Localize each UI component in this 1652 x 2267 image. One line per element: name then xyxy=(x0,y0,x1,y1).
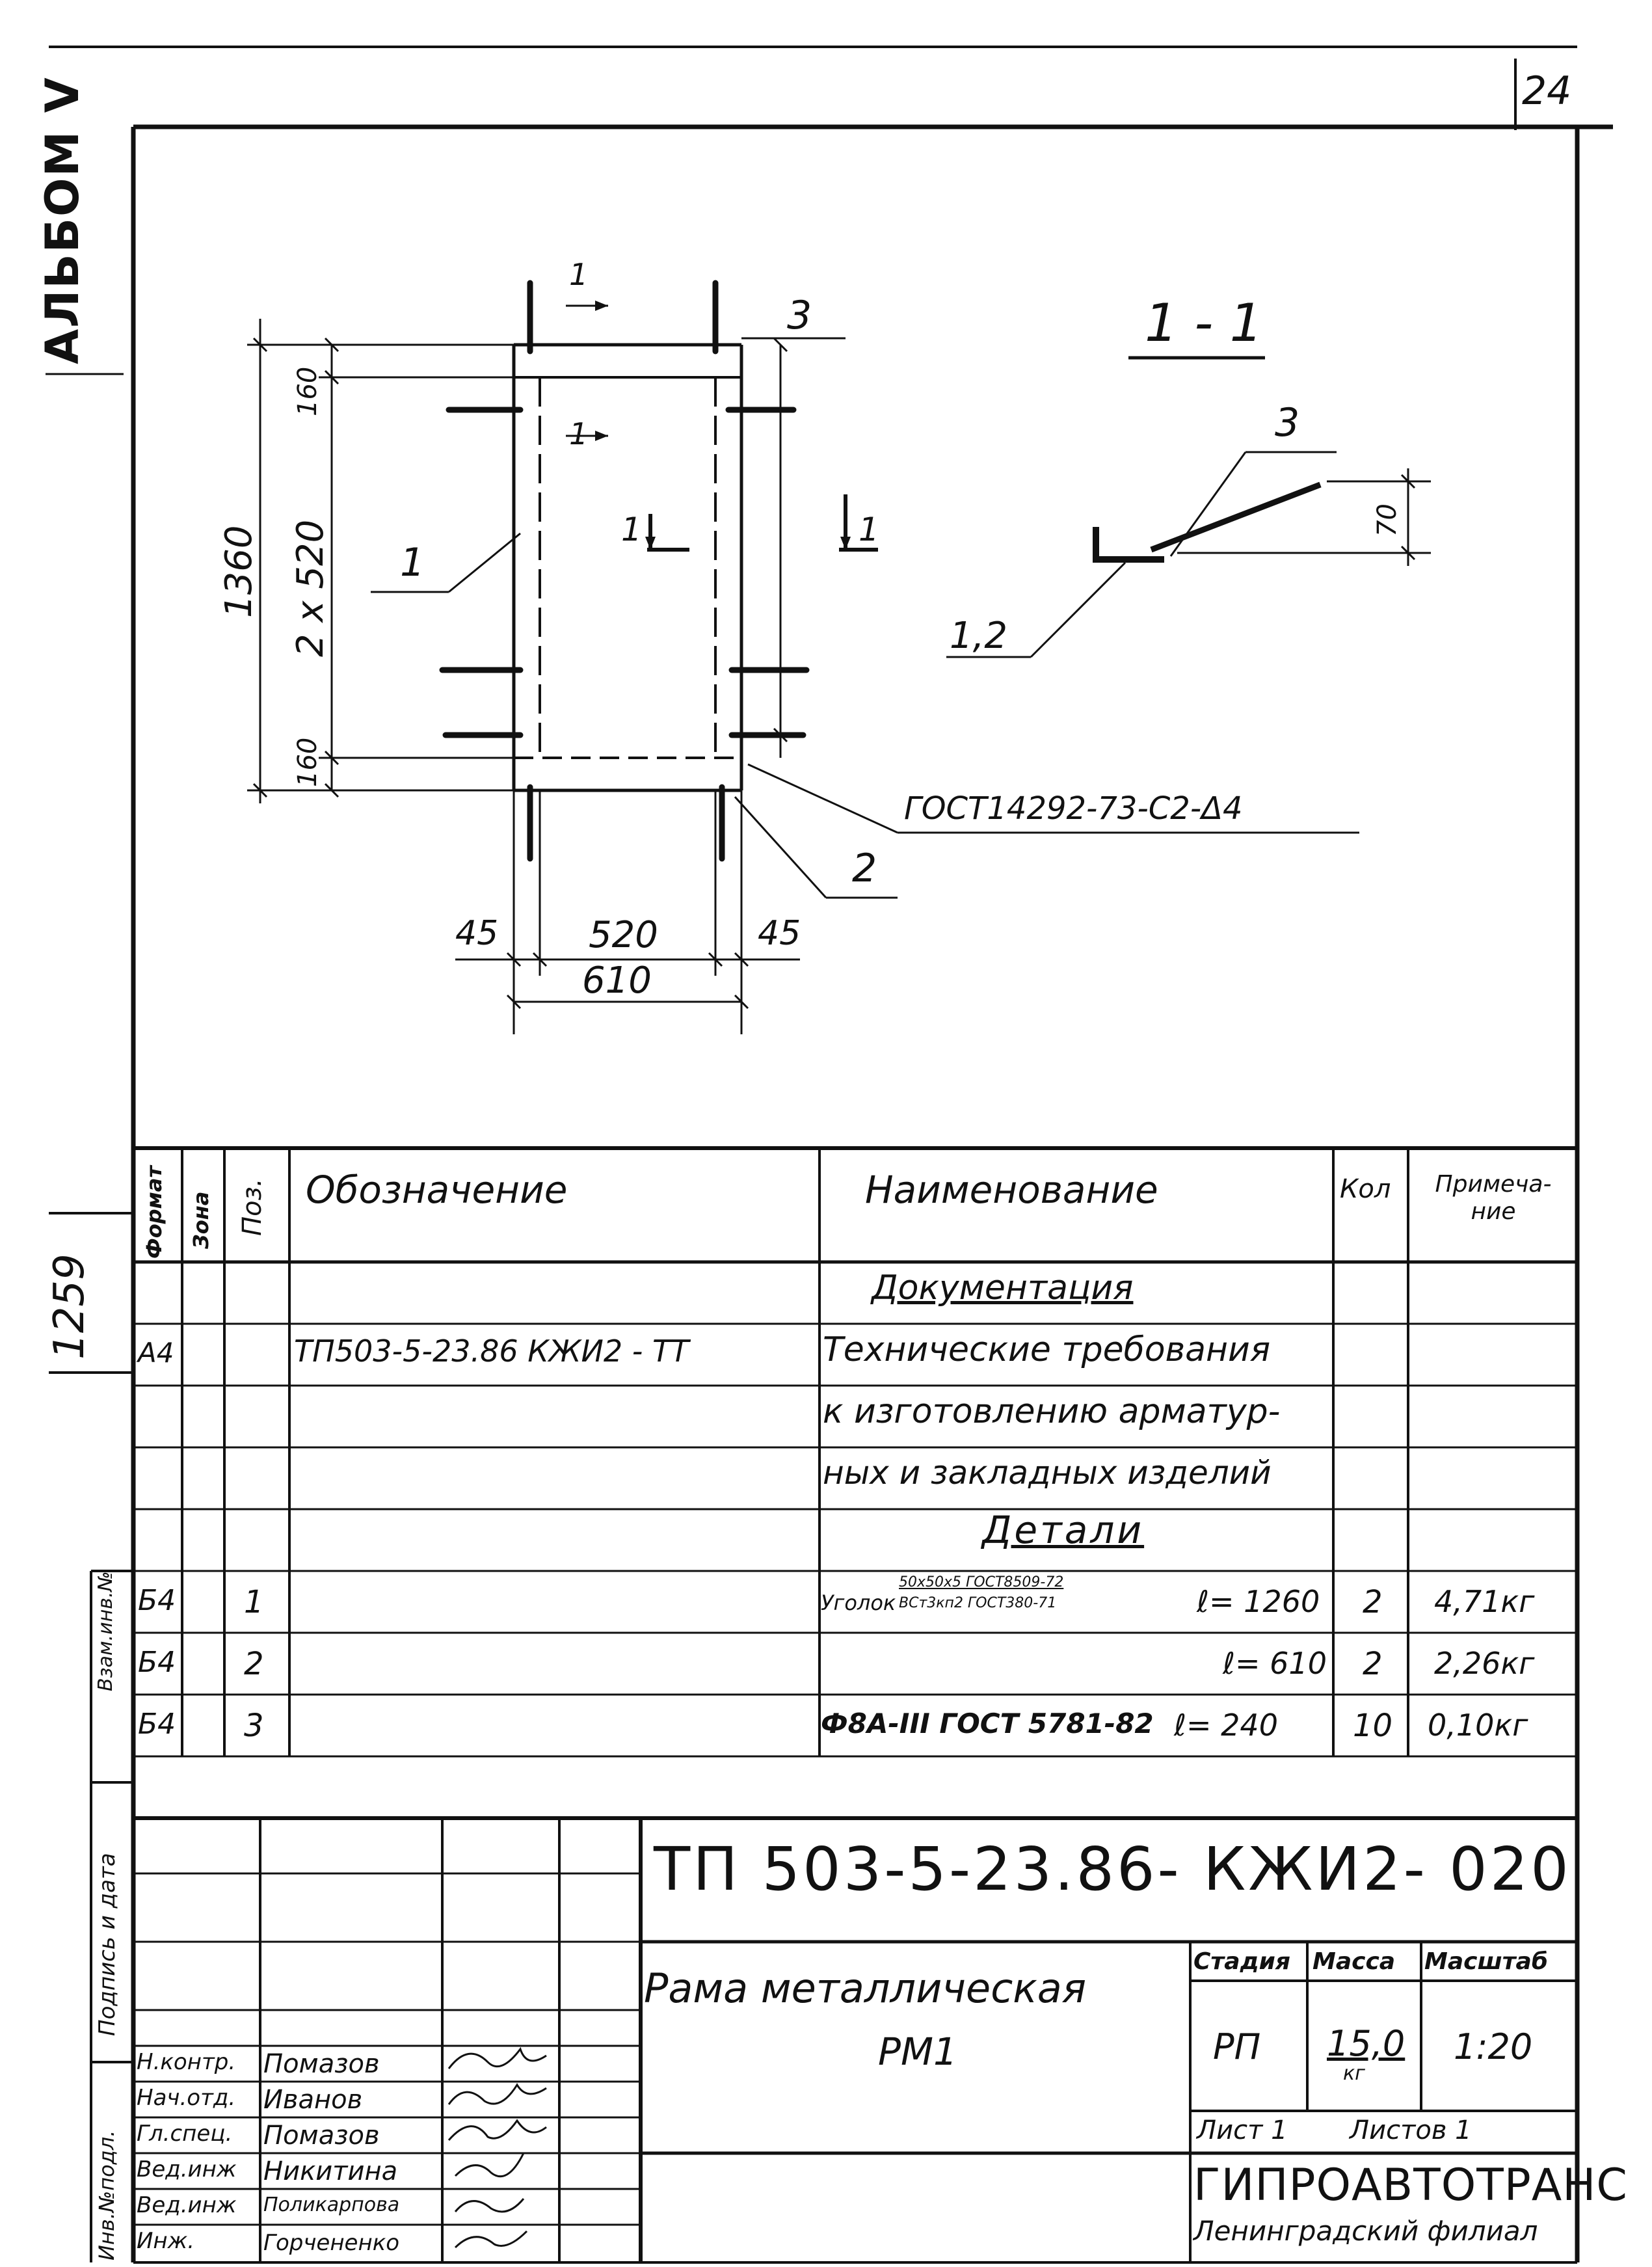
mass-value: 15,0 xyxy=(1327,2023,1406,2064)
inventory-number: 1259 xyxy=(46,1254,94,1360)
callout-section-pos-3: 3 xyxy=(1275,400,1300,446)
dim-middle: 2 x 520 xyxy=(289,519,332,657)
dim-right-offset: 45 xyxy=(758,914,801,953)
signer-name-6: Горчененко xyxy=(263,2230,400,2256)
cut-label-a: 1 xyxy=(569,257,589,292)
spec-header-name: Наименование xyxy=(865,1168,1158,1212)
row3-format: Б4 xyxy=(138,1708,176,1741)
row2-note: 2,26кг xyxy=(1434,1646,1535,1681)
row1-pos: 1 xyxy=(244,1584,264,1620)
row1-qty: 2 xyxy=(1363,1584,1383,1620)
callout-pos-2: 2 xyxy=(852,846,877,891)
doc-row-name-line-3: ных и закладных изделий xyxy=(823,1454,1272,1492)
row1-note: 4,71кг xyxy=(1434,1584,1535,1619)
stamp-inv-replace: Взам.инв.№ xyxy=(94,1571,117,1691)
row3-name: Ф8А-III ГОСТ 5781-82 xyxy=(821,1708,1154,1739)
spec-header-qty: Кол xyxy=(1340,1174,1391,1204)
scale-value: 1:20 xyxy=(1454,2026,1533,2067)
scale-label: Масштаб xyxy=(1424,1948,1548,1975)
row3-qty: 10 xyxy=(1353,1708,1393,1744)
doc-row-format: А4 xyxy=(138,1337,174,1369)
spec-header-designation: Обозначение xyxy=(306,1168,568,1212)
row1-length: ℓ= 1260 xyxy=(1197,1584,1320,1619)
callout-section-pos-12: 1,2 xyxy=(950,615,1008,657)
dim-top-end: 160 xyxy=(293,366,323,416)
document-code: ТП 503-5-23.86- КЖИ2- 020 xyxy=(654,1834,1571,1904)
stamp-inv-orig: Инв.№подл. xyxy=(94,2130,119,2260)
row2-qty: 2 xyxy=(1363,1646,1383,1682)
signer-role-1: Н.контр. xyxy=(137,2049,236,2075)
spec-section-details: Детали xyxy=(982,1508,1145,1552)
signer-name-4: Никитина xyxy=(263,2156,398,2186)
dim-inner-width: 520 xyxy=(589,914,658,956)
callout-pos-3: 3 xyxy=(787,293,812,338)
callout-pos-1: 1 xyxy=(400,540,425,585)
page-number: 24 xyxy=(1522,68,1572,114)
row2-pos: 2 xyxy=(244,1646,264,1682)
signer-role-5: Вед.инж xyxy=(137,2192,237,2218)
signer-name-5: Поликарпова xyxy=(263,2193,400,2216)
row1-name-bottom: ВСт3кп2 ГОСТ380-71 xyxy=(899,1595,1057,1611)
dim-section-height: 70 xyxy=(1372,503,1402,537)
stage-label: Стадия xyxy=(1193,1948,1290,1975)
row2-length: ℓ= 610 xyxy=(1223,1646,1327,1681)
album-label: АЛЬБОМ V xyxy=(36,76,89,364)
document-title-line-1: Рама металлическая xyxy=(644,1965,1087,2012)
row2-format: Б4 xyxy=(138,1646,176,1679)
row3-length: ℓ= 240 xyxy=(1174,1708,1278,1743)
spec-header-zone: Зона xyxy=(189,1191,213,1249)
dim-bottom-end: 160 xyxy=(293,737,323,787)
mass-unit: кг xyxy=(1343,2062,1365,2085)
stage-value: РП xyxy=(1213,2026,1261,2067)
cut-label-d: 1 xyxy=(859,511,879,548)
sheet-count: Листов 1 xyxy=(1350,2115,1472,2145)
stamp-sign-date: Подпись и дата xyxy=(94,1853,120,2036)
row1-format: Б4 xyxy=(138,1584,176,1617)
row1-name-top: 50x50x5 ГОСТ8509-72 xyxy=(899,1574,1064,1590)
frame-view xyxy=(247,280,1431,1034)
organization-branch: Ленинградский филиал xyxy=(1193,2215,1538,2247)
spec-section-docs: Документация xyxy=(872,1268,1134,1308)
row3-note: 0,10кг xyxy=(1428,1708,1528,1743)
signer-role-4: Вед.инж xyxy=(137,2156,237,2182)
signer-name-1: Помазов xyxy=(263,2049,380,2079)
row1-name-prefix: Уголок xyxy=(821,1590,896,1615)
spec-header-note: Примеча-ние xyxy=(1435,1171,1552,1225)
signer-role-2: Нач.отд. xyxy=(137,2085,236,2111)
signer-name-3: Помазов xyxy=(263,2121,380,2151)
dim-overall-width: 610 xyxy=(582,959,652,1002)
doc-row-name-line-2: к изготовлению арматур- xyxy=(823,1392,1281,1431)
organization-name: ГИПРОАВТОТРАНС xyxy=(1193,2160,1628,2211)
document-title-line-2: РМ1 xyxy=(878,2030,957,2074)
weld-note: ГОСТ14292-73-С2-Δ4 xyxy=(904,790,1243,827)
doc-row-name-line-1: Технические требования xyxy=(823,1330,1271,1369)
section-title: 1 - 1 xyxy=(1145,293,1263,353)
cut-label-b: 1 xyxy=(569,416,589,451)
dim-left-offset: 45 xyxy=(455,914,499,953)
dim-overall-height: 1360 xyxy=(218,525,260,618)
row3-pos: 3 xyxy=(244,1708,264,1744)
spec-header-pos: Поз. xyxy=(237,1178,267,1236)
doc-row-designation: ТП503-5-23.86 КЖИ2 - ТТ xyxy=(294,1334,689,1369)
sheet-number: Лист 1 xyxy=(1197,2115,1288,2145)
cut-label-c: 1 xyxy=(621,511,642,548)
mass-label: Масса xyxy=(1312,1948,1396,1975)
signer-role-3: Гл.спец. xyxy=(137,2121,233,2147)
signer-role-6: Инж. xyxy=(137,2228,195,2254)
signer-name-2: Иванов xyxy=(263,2085,363,2115)
spec-header-format: Формат xyxy=(142,1166,167,1259)
